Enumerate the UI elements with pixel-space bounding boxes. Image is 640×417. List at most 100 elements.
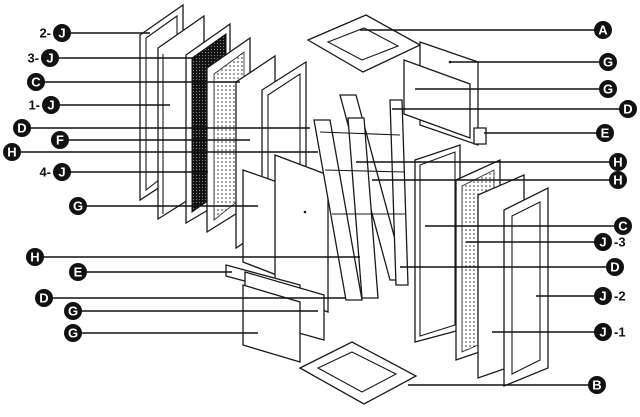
callout-letter: J <box>58 165 65 180</box>
callout-letter: G <box>603 55 613 70</box>
callout-letter: D <box>17 121 26 136</box>
callout-letter: G <box>73 199 83 214</box>
callout-bubble <box>51 131 69 149</box>
callout-letter: H <box>7 145 16 160</box>
callout-bubble <box>69 197 87 215</box>
callout-l_G3: G <box>64 324 82 342</box>
callout-letter: J <box>47 98 54 113</box>
callout-l_H2: H <box>26 248 44 266</box>
callout-letter: H <box>30 250 39 265</box>
callout-l_4J: J 4- <box>39 163 71 181</box>
callout-r_D2: D <box>606 258 624 276</box>
callout-letter: D <box>39 291 48 306</box>
callout-letter: D <box>623 102 632 117</box>
callout-l_F: F <box>51 131 69 149</box>
callout-bubble <box>594 323 612 341</box>
callout-l_D2: D <box>35 289 53 307</box>
callout-r_A: A <box>594 21 612 39</box>
callout-bubble <box>594 21 612 39</box>
callout-letter: A <box>598 23 608 38</box>
callout-letter: C <box>31 75 41 90</box>
callout-l_H1: H <box>3 143 21 161</box>
callout-bubble <box>27 73 45 91</box>
callout-bubble <box>594 233 612 251</box>
callout-r_J2: J -2 <box>594 287 626 305</box>
callout-bubble <box>41 49 59 67</box>
callout-letter: H <box>613 155 622 170</box>
callout-bubble <box>609 171 627 189</box>
callout-bubble <box>64 324 82 342</box>
callout-r_J3: J -3 <box>594 233 626 251</box>
callout-labels: J2-J3-CJ1-DFHJ4-GHEDGGAGGDEHHCJ-3DJ-2J-1… <box>3 21 637 394</box>
callout-l_E1: E <box>69 263 87 281</box>
callout-prefix: 1- <box>28 98 40 113</box>
callout-r_D1: D <box>619 100 637 118</box>
callout-letter: F <box>56 133 64 148</box>
callout-r_J1: J -1 <box>594 323 626 341</box>
callout-r_E: E <box>596 124 614 142</box>
callout-l_1J: J 1- <box>28 96 60 114</box>
callout-letter: G <box>603 82 613 97</box>
callout-bubble <box>69 263 87 281</box>
callout-prefix: 4- <box>39 165 51 180</box>
callout-r_C: C <box>614 217 632 235</box>
callout-letter: J <box>46 51 53 66</box>
callout-l_C1: C <box>27 73 45 91</box>
leader-lines <box>12 29 628 386</box>
callout-bubble <box>53 163 71 181</box>
callout-l_3J: J 3- <box>27 49 59 67</box>
callout-bubble <box>619 100 637 118</box>
callout-letter: J <box>58 26 65 41</box>
callout-letter: C <box>618 219 628 234</box>
callout-l_G2: G <box>64 302 82 320</box>
callout-letter: B <box>592 378 601 393</box>
right-glass-door-j2 <box>503 186 549 387</box>
right-frame-h <box>414 144 461 343</box>
callout-bubble <box>614 217 632 235</box>
callout-bubble <box>64 302 82 320</box>
callout-letter: G <box>68 304 78 319</box>
mounting-rails <box>313 94 409 301</box>
callout-letter: J <box>599 235 606 250</box>
callout-prefix: 3- <box>27 51 39 66</box>
callout-letter: J <box>599 325 606 340</box>
callout-bubble <box>588 376 606 394</box>
callout-r_G2: G <box>599 80 617 98</box>
callout-bubble <box>596 124 614 142</box>
side-panel-g-front <box>274 154 329 313</box>
callout-suffix: -2 <box>614 289 626 304</box>
callout-suffix: -1 <box>614 325 626 340</box>
callout-bubble <box>26 248 44 266</box>
callout-l_D1: D <box>13 119 31 137</box>
callout-letter: H <box>613 173 622 188</box>
callout-bubble <box>599 53 617 71</box>
callout-suffix: -3 <box>614 235 626 250</box>
callout-l_2J: J 2- <box>39 24 71 42</box>
callout-letter: D <box>610 260 619 275</box>
callout-letter: E <box>74 265 83 280</box>
lower-panel-g2 <box>242 284 301 363</box>
callout-bubble <box>609 153 627 171</box>
right-bracket-e <box>473 127 487 145</box>
callout-l_G1: G <box>69 197 87 215</box>
callout-bubble <box>3 143 21 161</box>
callout-bubble <box>13 119 31 137</box>
callout-bubble <box>35 289 53 307</box>
right-side-panel-g2 <box>403 59 471 139</box>
callout-bubble <box>594 287 612 305</box>
base-plinth-b <box>298 341 418 405</box>
callout-bubble <box>53 24 71 42</box>
callout-prefix: 2- <box>39 26 51 41</box>
callout-r_G1: G <box>599 53 617 71</box>
callout-bubble <box>606 258 624 276</box>
top-cover-a <box>306 14 422 73</box>
callout-r_H2: H <box>609 171 627 189</box>
callout-letter: G <box>68 326 78 341</box>
callout-bubble <box>42 96 60 114</box>
callout-letter: E <box>601 126 610 141</box>
callout-r_H1: H <box>609 153 627 171</box>
callout-r_B: B <box>588 376 606 394</box>
callout-letter: J <box>599 289 606 304</box>
